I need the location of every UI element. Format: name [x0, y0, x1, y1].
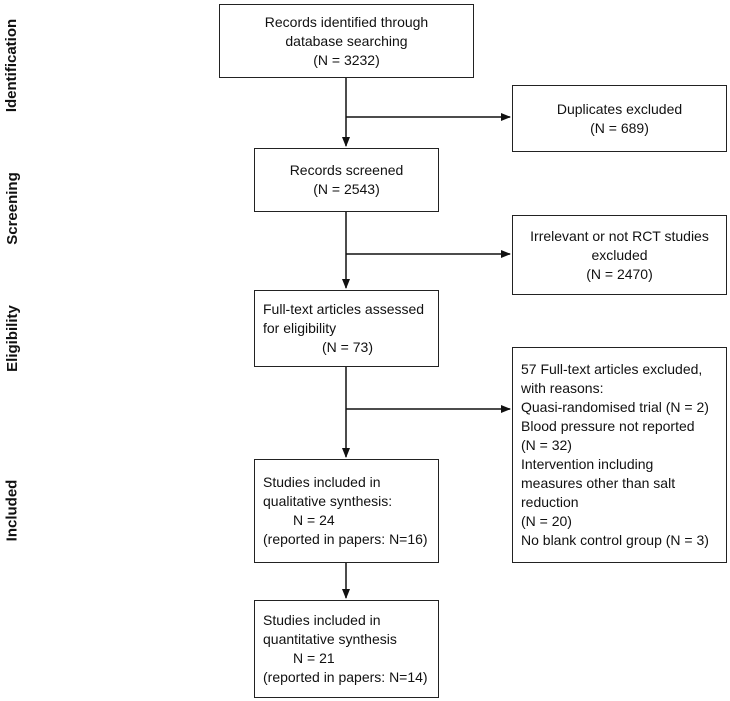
box-fulltext-assessed: Full-text articles assessed for eligibil… — [254, 290, 439, 367]
box-records-screened: Records screened (N = 2543) — [254, 148, 439, 212]
box-records-identified: Records identified through database sear… — [219, 4, 474, 78]
stage-label-identification: Identification — [3, 18, 21, 112]
box-duplicates-excluded: Duplicates excluded (N = 689) — [512, 85, 727, 152]
stage-label-included: Included — [3, 479, 21, 541]
box-quantitative-synthesis: Studies included in quantitative synthes… — [254, 600, 439, 698]
stage-label-eligibility: Eligibility — [3, 304, 21, 372]
box-irrelevant-excluded: Irrelevant or not RCT studies excluded (… — [512, 215, 727, 295]
stage-label-screening: Screening — [3, 171, 21, 245]
box-fulltext-excluded: 57 Full-text articles excluded, with rea… — [512, 347, 727, 563]
box-qualitative-synthesis: Studies included in qualitative synthesi… — [254, 459, 439, 563]
